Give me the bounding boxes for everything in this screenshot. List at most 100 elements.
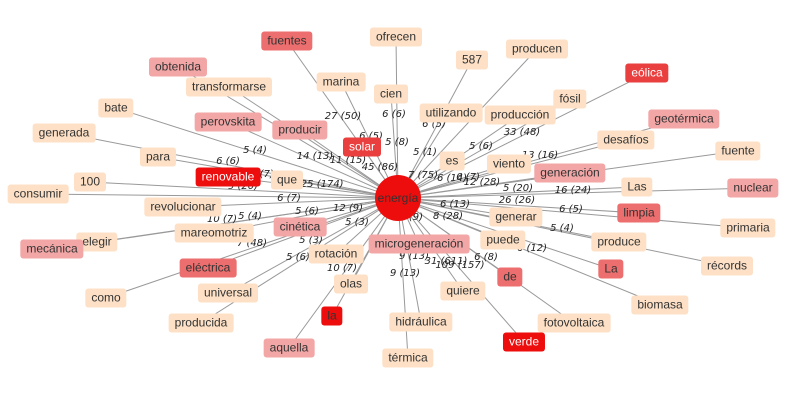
- edge-biomasa: [397, 197, 661, 306]
- node-cien[interactable]: cien: [373, 84, 409, 104]
- edge-ofrecen: [395, 36, 399, 199]
- node-que[interactable]: que: [270, 170, 304, 190]
- node-para[interactable]: para: [139, 147, 177, 167]
- edge-label: 9 (20): [227, 181, 259, 192]
- node-solar[interactable]: solar: [342, 137, 382, 157]
- node-producen[interactable]: producen: [505, 39, 569, 59]
- edge-label: 109 (157): [435, 260, 485, 271]
- node-eolica[interactable]: eólica: [625, 63, 669, 83]
- node-limpia[interactable]: limpia: [617, 203, 661, 223]
- edge-label: 5 (4): [238, 211, 262, 222]
- node-es[interactable]: es: [439, 151, 465, 171]
- node-generar[interactable]: generar: [489, 207, 543, 227]
- edge-fotovoltaica: [397, 197, 575, 324]
- node-como[interactable]: como: [85, 288, 127, 308]
- edge-label: 10 (7): [206, 214, 238, 225]
- node-mareomotriz[interactable]: mareomotriz: [174, 223, 254, 243]
- edge-label: 5 (6): [286, 252, 310, 263]
- edge-perovskita: [227, 121, 399, 199]
- node-biomasa[interactable]: biomasa: [631, 295, 689, 315]
- node-obtenida[interactable]: obtenida: [148, 57, 208, 77]
- edge-primaria: [397, 197, 749, 229]
- edge-label: 6 (7): [250, 169, 274, 180]
- node-generacion[interactable]: generación: [534, 163, 606, 183]
- node-la_r[interactable]: La: [598, 259, 624, 279]
- node-fosil[interactable]: fósil: [553, 89, 587, 109]
- node-de[interactable]: de: [497, 267, 523, 287]
- node-mecanica[interactable]: mecánica: [20, 239, 84, 259]
- node-produce[interactable]: produce: [591, 232, 647, 252]
- node-cinetica[interactable]: cinética: [273, 217, 327, 237]
- node-hidraulica[interactable]: hidráulica: [389, 312, 453, 332]
- edge-label: 33 (48): [503, 127, 541, 138]
- edge-label: 26 (26): [498, 195, 536, 206]
- edge-100: [89, 181, 399, 199]
- node-fotovoltaica[interactable]: fotovoltaica: [537, 313, 611, 333]
- node-viento[interactable]: viento: [486, 154, 532, 174]
- edge-label: 5 (4): [550, 223, 574, 234]
- node-la_l[interactable]: la: [321, 306, 343, 326]
- node-fuente[interactable]: fuente: [715, 141, 761, 161]
- node-quiere[interactable]: quiere: [440, 281, 486, 301]
- node-electrica[interactable]: eléctrica: [179, 258, 237, 278]
- edge-records: [397, 197, 728, 267]
- node-aquella[interactable]: aquella: [263, 338, 315, 358]
- edge-label: 12 (28): [463, 177, 501, 188]
- node-utilizando[interactable]: utilizando: [419, 103, 483, 123]
- node-records[interactable]: récords: [700, 256, 754, 276]
- edge-label: 13 (16): [521, 150, 559, 161]
- node-producir[interactable]: producir: [272, 120, 328, 140]
- node-desafios[interactable]: desafíos: [597, 130, 655, 150]
- edge-aquella: [288, 197, 399, 349]
- edge-label: 6 (13): [439, 199, 471, 210]
- edge-label: 6 (7): [277, 193, 301, 204]
- node-produccion[interactable]: producción: [484, 105, 556, 125]
- node-geotermica[interactable]: geotérmica: [648, 109, 720, 129]
- edge-label: 6 (7): [456, 172, 480, 183]
- node-marina[interactable]: marina: [316, 72, 366, 92]
- node-ofrecen[interactable]: ofrecen: [369, 27, 423, 47]
- edge-label: 6 (12): [516, 243, 548, 254]
- edge-label: 5 (1): [413, 147, 437, 158]
- node-revolucionar[interactable]: revolucionar: [144, 197, 222, 217]
- node-100[interactable]: 100: [73, 172, 107, 192]
- node-consumir[interactable]: consumir: [7, 184, 69, 204]
- edge-limpia: [397, 197, 640, 214]
- node-las[interactable]: Las: [621, 177, 653, 197]
- edge-label: 8 (28): [432, 211, 464, 222]
- node-nuclear[interactable]: nuclear: [727, 178, 779, 198]
- node-primaria[interactable]: primaria: [720, 218, 776, 238]
- edge-generada: [63, 132, 399, 199]
- edge-eolica: [397, 72, 648, 199]
- edge-label: 9 (13): [398, 251, 430, 262]
- edge-label: 5 (3): [345, 217, 369, 228]
- node-fuentes[interactable]: fuentes: [261, 31, 313, 51]
- node-perovskita[interactable]: perovskita: [194, 112, 262, 132]
- edge-label: 31 (611): [424, 256, 468, 267]
- edge-label: 5 (4): [243, 145, 267, 156]
- node-elegir[interactable]: elegir: [76, 232, 118, 252]
- node-generada[interactable]: generada: [32, 123, 96, 143]
- node-universal[interactable]: universal: [197, 283, 259, 303]
- node-olas[interactable]: olas: [333, 274, 369, 294]
- node-microgeneracion[interactable]: microgeneración: [368, 234, 470, 254]
- edge-nuclear: [397, 187, 754, 199]
- node-rotacion[interactable]: rotación: [308, 244, 364, 264]
- node-transformarse[interactable]: transformarse: [185, 77, 273, 97]
- edge-label: 6 (8): [474, 252, 498, 263]
- node-bate[interactable]: bate: [98, 98, 134, 118]
- edge-label: 5 (8): [385, 137, 409, 148]
- node-renovable[interactable]: renovable: [195, 167, 261, 187]
- edge-label: 7 (75): [407, 170, 439, 181]
- node-center[interactable]: energía: [375, 175, 421, 221]
- edge-label: 27 (50): [324, 111, 362, 122]
- node-verde[interactable]: verde: [502, 332, 546, 352]
- node-puede[interactable]: puede: [480, 230, 526, 250]
- edge-label: 7 (48): [236, 238, 268, 249]
- node-producida[interactable]: producida: [168, 313, 234, 333]
- node-587[interactable]: 587: [455, 50, 489, 70]
- edge-bate: [115, 107, 399, 199]
- node-termica[interactable]: térmica: [382, 348, 434, 368]
- edge-como: [105, 197, 399, 299]
- edge-label: 11 (15): [329, 155, 367, 166]
